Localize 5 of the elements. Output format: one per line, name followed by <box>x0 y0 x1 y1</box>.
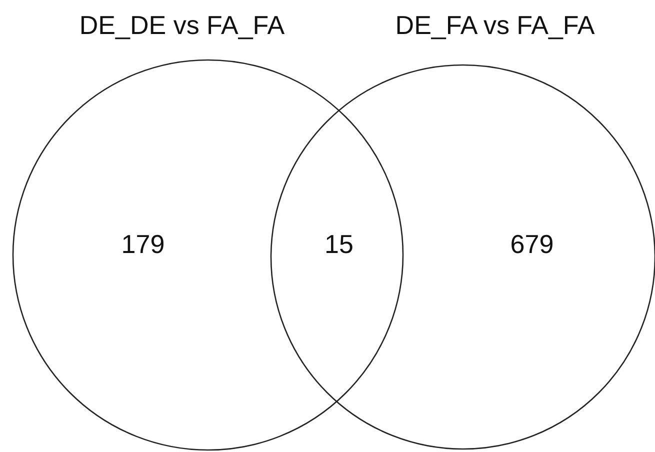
overlap-count: 15 <box>324 231 354 257</box>
count-value: 179 <box>121 231 165 257</box>
count-value: 679 <box>510 231 554 257</box>
set-title: DE_DE vs FA_FA <box>79 12 285 38</box>
set-title: DE_FA vs FA_FA <box>395 12 595 38</box>
